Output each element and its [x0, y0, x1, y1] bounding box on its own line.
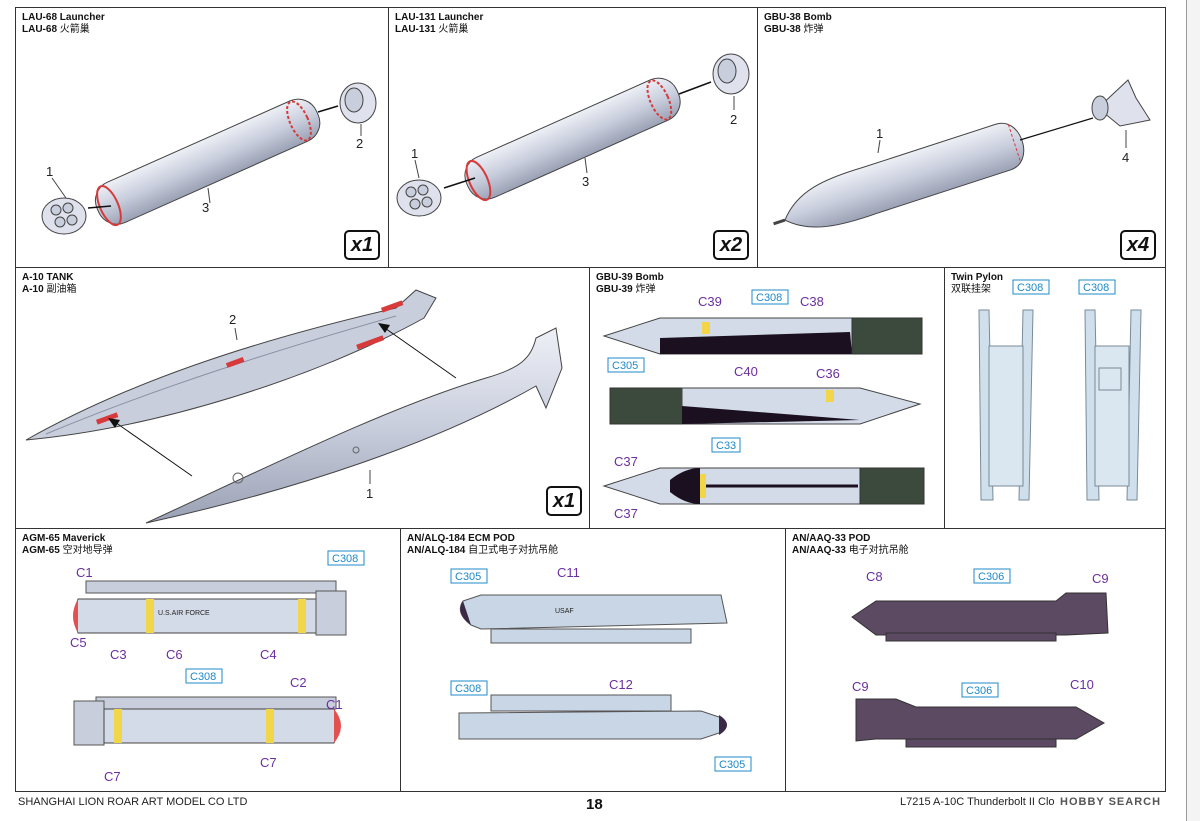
callout-label: C40 [734, 364, 758, 379]
pod-body [459, 594, 728, 630]
tail-kit-part [1091, 79, 1151, 127]
panel-title: GBU-38 Bomb GBU-38 炸弹 [764, 12, 832, 35]
part-number: 1 [366, 486, 373, 501]
panel-title: AN/AAQ-33 POD AN/AAQ-33 电子对抗吊舱 [792, 533, 909, 556]
part-number: 1 [876, 126, 883, 141]
panel-lau131: LAU-131 Launcher LAU-131 火箭巢 1 2 3 x2 [388, 7, 758, 268]
pylon-drawing: C308 C308 [978, 279, 1142, 501]
pod-body [458, 710, 726, 740]
rear-cap-part [339, 82, 377, 124]
callout-label: C9 [852, 679, 869, 694]
decal-label: C308 [455, 683, 481, 695]
tank-drawing: 2 1 [25, 289, 563, 524]
decal-label: C308 [1017, 282, 1043, 294]
nose-cap-part [396, 179, 442, 217]
callout-label: C2 [290, 675, 307, 690]
decal-label: C306 [978, 571, 1004, 583]
panel-title: A-10 TANK A-10 副油箱 [22, 272, 77, 295]
pod-body [855, 698, 1106, 742]
callout-label: C1 [326, 697, 343, 712]
alq184-drawing: USAF C11 C12 C305 C308 C305 [450, 565, 752, 772]
callout-label: C12 [609, 677, 633, 692]
panel-gbu38: GBU-38 Bomb GBU-38 炸弹 1 4 x4 [757, 7, 1166, 268]
callout-label: C6 [166, 647, 183, 662]
panel-title: LAU-68 Launcher LAU-68 火箭巢 [22, 12, 105, 35]
part-number: 3 [202, 200, 209, 215]
marking-text: U.S.AIR FORCE [158, 610, 210, 617]
callout-label: C10 [1070, 677, 1094, 692]
launcher-tube [94, 98, 321, 225]
panel-title: AGM-65 Maverick AGM-65 空对地导弹 [22, 533, 113, 556]
callout-label: C3 [110, 647, 127, 662]
callout-label: C38 [800, 294, 824, 309]
panel-title: AN/ALQ-184 ECM POD AN/ALQ-184 自卫式电子对抗吊舱 [407, 533, 559, 556]
panel-title: Twin Pylon 双联挂架 [951, 272, 1004, 295]
quantity-badge: x2 [713, 230, 749, 260]
rear-cap-part [712, 53, 750, 95]
decal-label: C308 [1083, 282, 1109, 294]
company-name: SHANGHAI LION ROAR ART MODEL CO LTD [18, 796, 248, 808]
decal-label: C305 [612, 360, 638, 372]
callout-label: C37 [614, 454, 638, 469]
part-number: 2 [730, 112, 737, 127]
part-number: 2 [356, 136, 363, 151]
callout-label: C8 [866, 569, 883, 584]
part-number: 1 [46, 164, 53, 179]
missile-body [103, 708, 339, 744]
panel-title: GBU-39 Bomb GBU-39 炸弹 [596, 272, 664, 295]
page-edge [1186, 0, 1200, 821]
part-number: 3 [582, 174, 589, 189]
callout-label: C37 [614, 506, 638, 521]
quantity-badge: x1 [546, 486, 582, 516]
part-number: 2 [229, 312, 236, 327]
callout-label: C4 [260, 647, 277, 662]
bomb-body [784, 122, 1025, 228]
pylon-side-view [1084, 309, 1142, 501]
decal-label: C305 [719, 759, 745, 771]
callout-label: C36 [816, 366, 840, 381]
decal-label: C33 [716, 440, 736, 452]
callout-label: C5 [70, 635, 87, 650]
panel-aaq33: AN/AAQ-33 POD AN/AAQ-33 电子对抗吊舱 C8 C9 C9 … [785, 528, 1166, 792]
decal-label: C306 [966, 685, 992, 697]
pylon-front-view [978, 309, 1034, 501]
callout-label: C39 [698, 294, 722, 309]
aaq33-drawing: C8 C9 C9 C10 C306 C306 [851, 568, 1109, 748]
callout-label: C1 [76, 565, 93, 580]
launcher-tube [464, 77, 681, 200]
pod-body [851, 592, 1109, 636]
panel-tank: A-10 TANK A-10 副油箱 2 1 x1 [15, 267, 590, 529]
part-number: 4 [1122, 150, 1129, 165]
quantity-badge: x4 [1120, 230, 1156, 260]
page-number: 18 [586, 796, 603, 813]
gbu39-drawing: C39 C38 C40 C36 C37 C37 C308 C305 C33 [602, 289, 925, 521]
product-name: L7215 A-10C Thunderbolt II Clo [900, 796, 1055, 808]
panel-title: LAU-131 Launcher LAU-131 火箭巢 [395, 12, 484, 35]
watermark: HOBBY SEARCH [1060, 796, 1162, 808]
decal-label: C308 [332, 553, 358, 565]
tank-half-outer [145, 327, 563, 524]
part-number: 1 [411, 146, 418, 161]
quantity-badge: x1 [344, 230, 380, 260]
panel-gbu39: GBU-39 Bomb GBU-39 炸弹 C39 C38 C40 C36 C3… [589, 267, 945, 529]
decal-label: C305 [455, 571, 481, 583]
callout-label: C7 [260, 755, 277, 770]
decal-label: C308 [756, 292, 782, 304]
panel-lau68: LAU-68 Launcher LAU-68 火箭巢 [15, 7, 389, 268]
decal-label: C308 [190, 671, 216, 683]
nose-cap-part [41, 197, 87, 235]
panel-twin-pylon: Twin Pylon 双联挂架 C308 C308 [944, 267, 1166, 529]
panel-alq184: AN/ALQ-184 ECM POD AN/ALQ-184 自卫式电子对抗吊舱 … [400, 528, 786, 792]
gbu38-drawing: 1 4 [773, 79, 1151, 228]
lau131-drawing: 1 2 3 [396, 53, 750, 217]
agm65-drawing: U.S.AIR FORCE C1 C5 C3 C6 C4 C2 C1 C7 C7… [70, 550, 365, 784]
callout-label: C9 [1092, 571, 1109, 586]
lau68-drawing: 1 2 3 [41, 82, 377, 235]
callout-label: C11 [557, 565, 580, 580]
panel-agm65: AGM-65 Maverick AGM-65 空对地导弹 U.S.AIR FOR… [15, 528, 401, 792]
marking-text: USAF [555, 608, 574, 615]
callout-label: C7 [104, 769, 121, 784]
